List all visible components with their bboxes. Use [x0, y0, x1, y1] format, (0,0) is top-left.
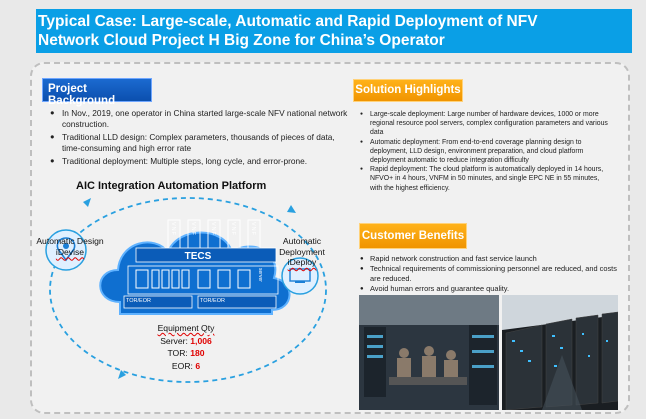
vnf-label: VNF: [190, 222, 196, 236]
vnf-label: VNF: [250, 222, 256, 236]
loop-arrow-icon: [118, 370, 126, 379]
list-item: In Nov., 2019, one operator in China sta…: [50, 108, 350, 129]
platform-title: AIC Integration Automation Platform: [76, 180, 267, 192]
vnf-label: VNF: [170, 222, 176, 236]
customer-benefits-tag: Customer Benefits: [359, 223, 467, 249]
list-item: Rapid deployment: The cloud platform is …: [358, 165, 613, 193]
title-line-1: Typical Case: Large-scale, Automatic and…: [38, 13, 538, 30]
list-item: Traditional LLD design: Complex paramete…: [50, 132, 350, 153]
loop-arrow-icon: [287, 205, 296, 213]
list-item: Automatic deployment: From end-to-end co…: [358, 138, 613, 166]
customer-benefits-list: Rapid network construction and fast serv…: [358, 254, 618, 294]
equipment-title: Equipment Qty: [157, 323, 215, 333]
project-background-list: In Nov., 2019, one operator in China sta…: [50, 108, 350, 170]
datacenter-photo-racks: [502, 295, 618, 410]
automatic-design-label: Automatic Design iDevise: [36, 236, 104, 257]
automatic-deployment-label: Automatic Deployment iDeploy: [279, 236, 325, 267]
tecs-label: TECS: [185, 251, 212, 262]
server-rack-icons: [135, 269, 251, 289]
solution-highlights-list: Large-scale deployment: Large number of …: [358, 110, 613, 193]
location-icon: [45, 229, 87, 271]
loop-arrow-icon: [83, 198, 91, 207]
list-item: Large-scale deployment: Large number of …: [358, 110, 613, 138]
equipment-eor-row: EOR: 6: [171, 360, 201, 371]
vnf-label: VNF: [230, 222, 236, 236]
list-item: Rapid network construction and fast serv…: [358, 254, 618, 264]
server-label: server: [257, 268, 263, 282]
vnf-label: VNF: [210, 222, 216, 236]
list-item: Avoid human errors and guarantee quality…: [358, 284, 618, 294]
platform-diagram: TECS: [45, 197, 327, 383]
title-bar: Typical Case: Large-scale, Automatic and…: [36, 9, 632, 53]
project-background-tag: Project Background: [42, 78, 152, 107]
title-line-2: Network Cloud Project H Big Zone for Chi…: [38, 32, 445, 49]
tor-eor-label: TOR/EOR: [200, 298, 225, 304]
list-item: Technical requirements of commissioning …: [358, 264, 618, 284]
automation-loop: [49, 197, 327, 383]
tor-eor-label: TOR/EOR: [126, 298, 151, 304]
equipment-qty: Equipment Qty Server: 1,006 TOR: 180 EOR…: [136, 322, 236, 372]
equipment-server-row: Server: 1,006: [160, 335, 212, 346]
datacenter-photo-workers: [359, 295, 499, 410]
list-item: Traditional deployment: Multiple steps, …: [50, 156, 350, 167]
monitor-icon: [281, 257, 319, 295]
equipment-tor-row: TOR: 180: [167, 348, 205, 358]
solution-highlights-tag: Solution Highlights: [353, 79, 463, 102]
